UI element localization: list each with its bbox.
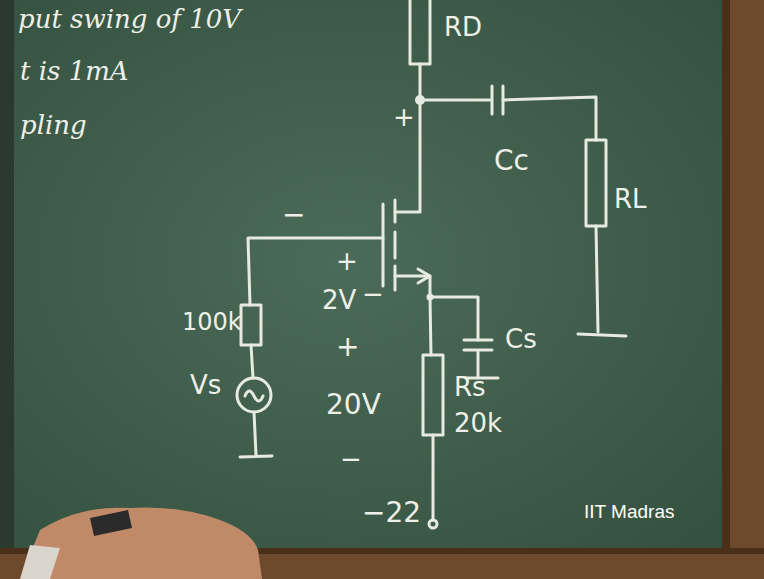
note-text: t is 1mA (20, 58, 129, 85)
capacitor-symbol (492, 86, 503, 114)
wire (430, 297, 478, 340)
polarity-sign: + (336, 248, 358, 275)
supply-voltage: −22 (362, 498, 421, 527)
polarity-sign: − (282, 200, 305, 229)
voltage-value: 2V (322, 287, 356, 314)
polarity-sign: + (336, 332, 359, 361)
source-symbol (237, 378, 271, 412)
polarity-sign: − (362, 281, 384, 308)
ground-symbol (578, 334, 626, 336)
wire (420, 99, 490, 102)
polarity-sign: − (340, 446, 362, 473)
board-edge (0, 0, 14, 579)
component-value: 20k (454, 410, 502, 437)
junction-dot (427, 294, 434, 301)
resistor-symbol (410, 0, 430, 64)
terminal-symbol (429, 520, 437, 528)
resistor-symbol (423, 355, 443, 435)
watermark: IIT Madras (584, 502, 674, 522)
hand (20, 508, 262, 579)
polarity-sign: + (393, 104, 415, 131)
wood-frame-shadow (722, 0, 730, 579)
wire (432, 435, 435, 520)
wire (596, 226, 598, 332)
wire (503, 97, 596, 140)
voltage-value: 20V (326, 390, 381, 419)
resistor-symbol (586, 140, 606, 226)
note-text: put swing of 10V (18, 6, 241, 33)
wood-frame (722, 0, 764, 579)
junction-dot (415, 95, 425, 105)
sleeve (20, 545, 60, 579)
component-name: Cs (505, 326, 537, 353)
mosfet-gate (382, 204, 385, 286)
component-name: Rs (454, 374, 486, 401)
component-name: Cc (494, 146, 529, 175)
wire (430, 297, 431, 355)
resistor-symbol (241, 305, 261, 345)
wristwatch (90, 510, 132, 536)
note-text: pling (20, 112, 87, 139)
ground-symbol (240, 412, 272, 457)
wire (395, 64, 420, 212)
arrowhead (418, 269, 430, 283)
component-name: RL (614, 186, 647, 213)
sine-symbol (245, 391, 263, 401)
wire (251, 345, 253, 378)
component-name: RD (444, 14, 482, 41)
component-name: Vs (190, 372, 221, 399)
component-value: 100k (182, 310, 242, 335)
capacitor-symbol (464, 340, 498, 378)
